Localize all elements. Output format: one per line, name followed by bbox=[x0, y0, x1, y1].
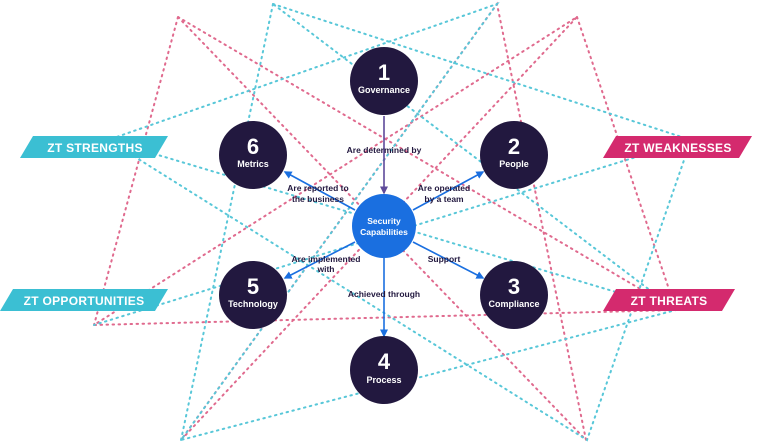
tag-threats-label: ZT THREATS bbox=[631, 294, 708, 308]
edge-label-people-l2: by a team bbox=[424, 194, 464, 204]
edge-label-technology-l1: Are implemented bbox=[292, 254, 361, 264]
edge-labels: Are determined by Are operated by a team… bbox=[287, 145, 470, 299]
arrow-center-to-compliance bbox=[412, 241, 485, 279]
tag-strengths-label: ZT STRENGTHS bbox=[47, 141, 143, 155]
tag-opportunities-label: ZT OPPORTUNITIES bbox=[24, 294, 145, 308]
node-label: Metrics bbox=[237, 159, 269, 169]
tag-strengths: ZT STRENGTHS bbox=[20, 136, 168, 158]
node-number: 1 bbox=[378, 60, 390, 85]
arrow-center-to-people bbox=[412, 171, 485, 211]
edge-label-compliance: Support bbox=[428, 254, 461, 264]
node-label: Technology bbox=[228, 299, 278, 309]
edge-label-governance: Are determined by bbox=[347, 145, 422, 155]
node-number: 2 bbox=[508, 134, 520, 159]
center-label-line2: Capabilities bbox=[360, 227, 408, 237]
node-compliance: 3 Compliance bbox=[480, 261, 548, 329]
edge-label-technology-l2: with bbox=[317, 264, 335, 274]
tag-weaknesses: ZT WEAKNESSES bbox=[603, 136, 752, 158]
node-label: People bbox=[499, 159, 529, 169]
tag-opportunities: ZT OPPORTUNITIES bbox=[0, 289, 168, 311]
node-people: 2 People bbox=[480, 121, 548, 189]
node-label: Process bbox=[366, 375, 401, 385]
node-number: 3 bbox=[508, 274, 520, 299]
tag-weaknesses-label: ZT WEAKNESSES bbox=[624, 141, 731, 155]
node-label: Governance bbox=[358, 85, 410, 95]
node-label: Compliance bbox=[488, 299, 539, 309]
arrow-center-to-metrics bbox=[283, 171, 356, 211]
node-technology: 5 Technology bbox=[219, 261, 287, 329]
edge-label-metrics-l1: Are reported to bbox=[287, 183, 348, 193]
center-security-capabilities: Security Capabilities bbox=[352, 194, 416, 258]
node-metrics: 6 Metrics bbox=[219, 121, 287, 189]
node-number: 5 bbox=[247, 274, 259, 299]
edge-label-metrics-l2: the business bbox=[292, 194, 344, 204]
tag-threats: ZT THREATS bbox=[603, 289, 735, 311]
center-label-line1: Security bbox=[367, 216, 401, 226]
node-process: 4 Process bbox=[350, 336, 418, 404]
node-governance: 1 Governance bbox=[350, 47, 418, 115]
edge-label-people-l1: Are operated bbox=[418, 183, 470, 193]
edge-label-process: Achieved through bbox=[348, 289, 420, 299]
node-number: 6 bbox=[247, 134, 259, 159]
arrow-center-to-technology bbox=[283, 241, 356, 279]
node-number: 4 bbox=[378, 349, 391, 374]
connector-arrows bbox=[283, 116, 485, 338]
